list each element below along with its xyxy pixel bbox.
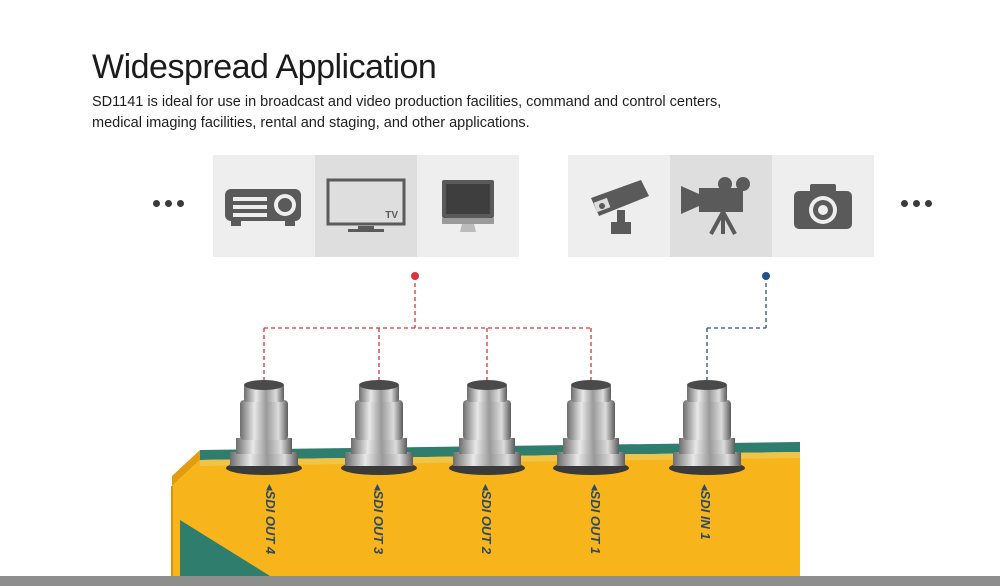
port-label-sdi-out-3: ◂SDI OUT 3 — [371, 484, 386, 555]
input-junction-dot — [762, 272, 770, 280]
projector-icon — [225, 189, 301, 226]
bnc-connector-sdi-out-4 — [226, 380, 302, 475]
port-label-text: SDI OUT 1 — [588, 490, 603, 555]
security-camera-icon — [591, 180, 649, 234]
tv-tile: TV — [315, 155, 417, 257]
video-camera-icon — [681, 177, 750, 235]
bnc-connector-sdi-out-3 — [341, 380, 417, 475]
port-label-text: SDI OUT 3 — [371, 490, 386, 555]
port-label-text: SDI IN 1 — [698, 490, 713, 540]
photo-camera-icon — [794, 184, 852, 229]
photo-camera-tile — [772, 155, 874, 257]
security-camera-tile — [568, 155, 670, 257]
output-junction-dot — [411, 272, 419, 280]
video-camera-tile — [670, 155, 772, 257]
monitor-icon — [442, 180, 494, 232]
output-connection-lines — [263, 276, 592, 384]
bnc-connector-sdi-in-1 — [669, 380, 745, 475]
connector-group — [226, 380, 745, 475]
tv-icon-text: TV — [385, 210, 398, 221]
page-title: Widespread Application — [92, 48, 437, 86]
projector-tile — [213, 155, 315, 257]
monitor-tile — [417, 155, 519, 257]
input-connection-line — [706, 276, 767, 384]
port-label-sdi-out-4: ◂SDI OUT 4 — [263, 484, 278, 555]
port-label-text: SDI OUT 2 — [479, 490, 494, 555]
description-line-1: SD1141 is ideal for use in broadcast and… — [92, 94, 722, 110]
port-label-sdi-out-1: ◂SDI OUT 1 — [588, 484, 603, 555]
port-label-sdi-in-1: ◂SDI IN 1 — [698, 484, 713, 540]
port-label-text: SDI OUT 4 — [263, 490, 278, 555]
more-dots-left — [153, 200, 184, 207]
port-label-sdi-out-2: ◂SDI OUT 2 — [479, 484, 494, 555]
description: SD1141 is ideal for use in broadcast and… — [92, 92, 812, 134]
bnc-connector-sdi-out-1 — [553, 380, 629, 475]
tv-icon: TV — [326, 178, 406, 232]
bnc-connector-sdi-out-2 — [449, 380, 525, 475]
floor-bar — [0, 576, 1000, 586]
description-line-2: medical imaging facilities, rental and s… — [92, 115, 530, 131]
more-dots-right — [901, 200, 932, 207]
